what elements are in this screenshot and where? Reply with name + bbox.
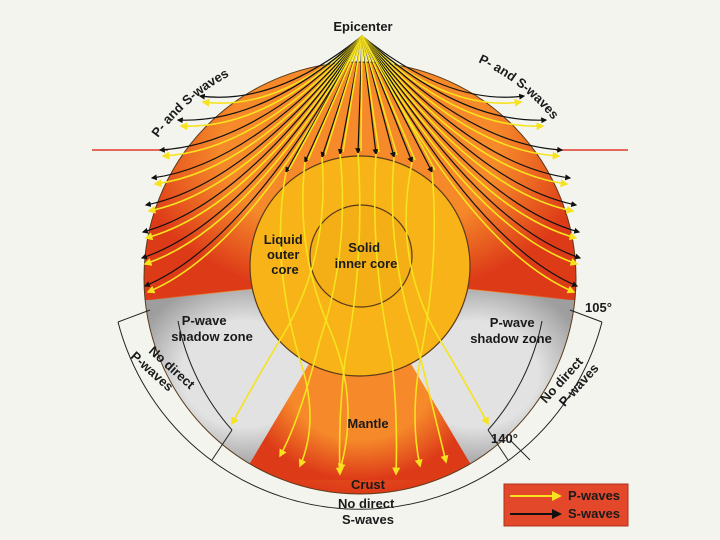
angle-140-label: 140° xyxy=(491,431,518,446)
legend-s-wave-label: S-waves xyxy=(568,506,620,521)
tick-105-left xyxy=(118,310,150,322)
legend: P-waves S-waves xyxy=(504,484,628,526)
epicenter-label: Epicenter xyxy=(333,19,392,34)
crust-label: Crust xyxy=(351,477,386,492)
mantle-label: Mantle xyxy=(347,416,388,431)
p-wave-ray xyxy=(361,36,362,151)
angle-105-label: 105° xyxy=(585,300,612,315)
no-direct-s-label: No direct S-waves xyxy=(338,496,398,527)
legend-p-wave-label: P-waves xyxy=(568,488,620,503)
